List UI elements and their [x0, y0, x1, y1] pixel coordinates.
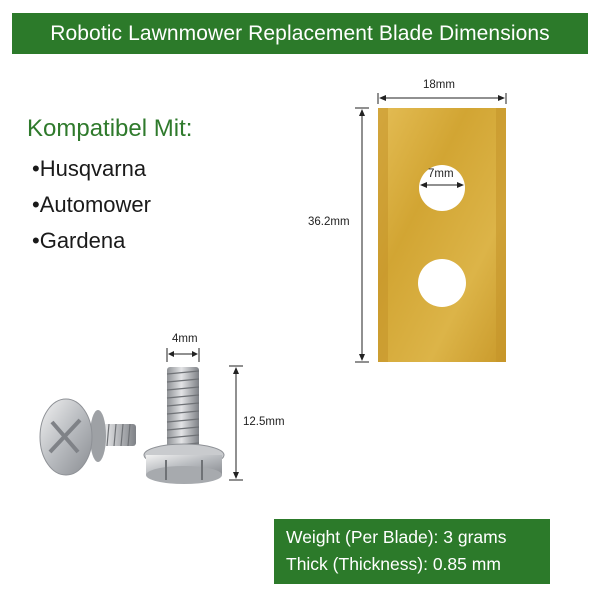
screw-length-dimension-line [229, 365, 243, 481]
width-dimension-line [377, 93, 507, 104]
screw-width-label: 4mm [172, 333, 198, 345]
compatibility-heading: Kompatibel Mit: [27, 115, 193, 142]
blade-hole-top [419, 165, 465, 211]
blade-hole-bottom [418, 259, 466, 307]
screw-width-dimension-line [166, 348, 200, 362]
brand-husqvarna: •Husqvarna [32, 156, 147, 181]
blade-image [378, 108, 506, 362]
thickness-spec: Thick (Thickness): 0.85 mm [286, 554, 501, 574]
page-title: Robotic Lawnmower Replacement Blade Dime… [50, 21, 550, 45]
brand-gardena: •Gardena [32, 228, 126, 253]
hole-dimension-line [420, 182, 464, 188]
blade-hole-label: 7mm [428, 168, 454, 180]
screw-side-image [39, 398, 136, 476]
screw-length-label: 12.5mm [243, 416, 285, 428]
blade-width-label: 18mm [423, 79, 455, 91]
specs-panel: Weight (Per Blade): 3 grams Thick (Thick… [274, 519, 550, 584]
blade-height-label: 36.2mm [308, 216, 350, 228]
screw-standing-image [143, 367, 225, 484]
brand-automower: •Automower [32, 192, 151, 217]
weight-spec: Weight (Per Blade): 3 grams [286, 527, 507, 547]
title-banner: Robotic Lawnmower Replacement Blade Dime… [12, 13, 588, 54]
height-dimension-line [355, 107, 369, 363]
